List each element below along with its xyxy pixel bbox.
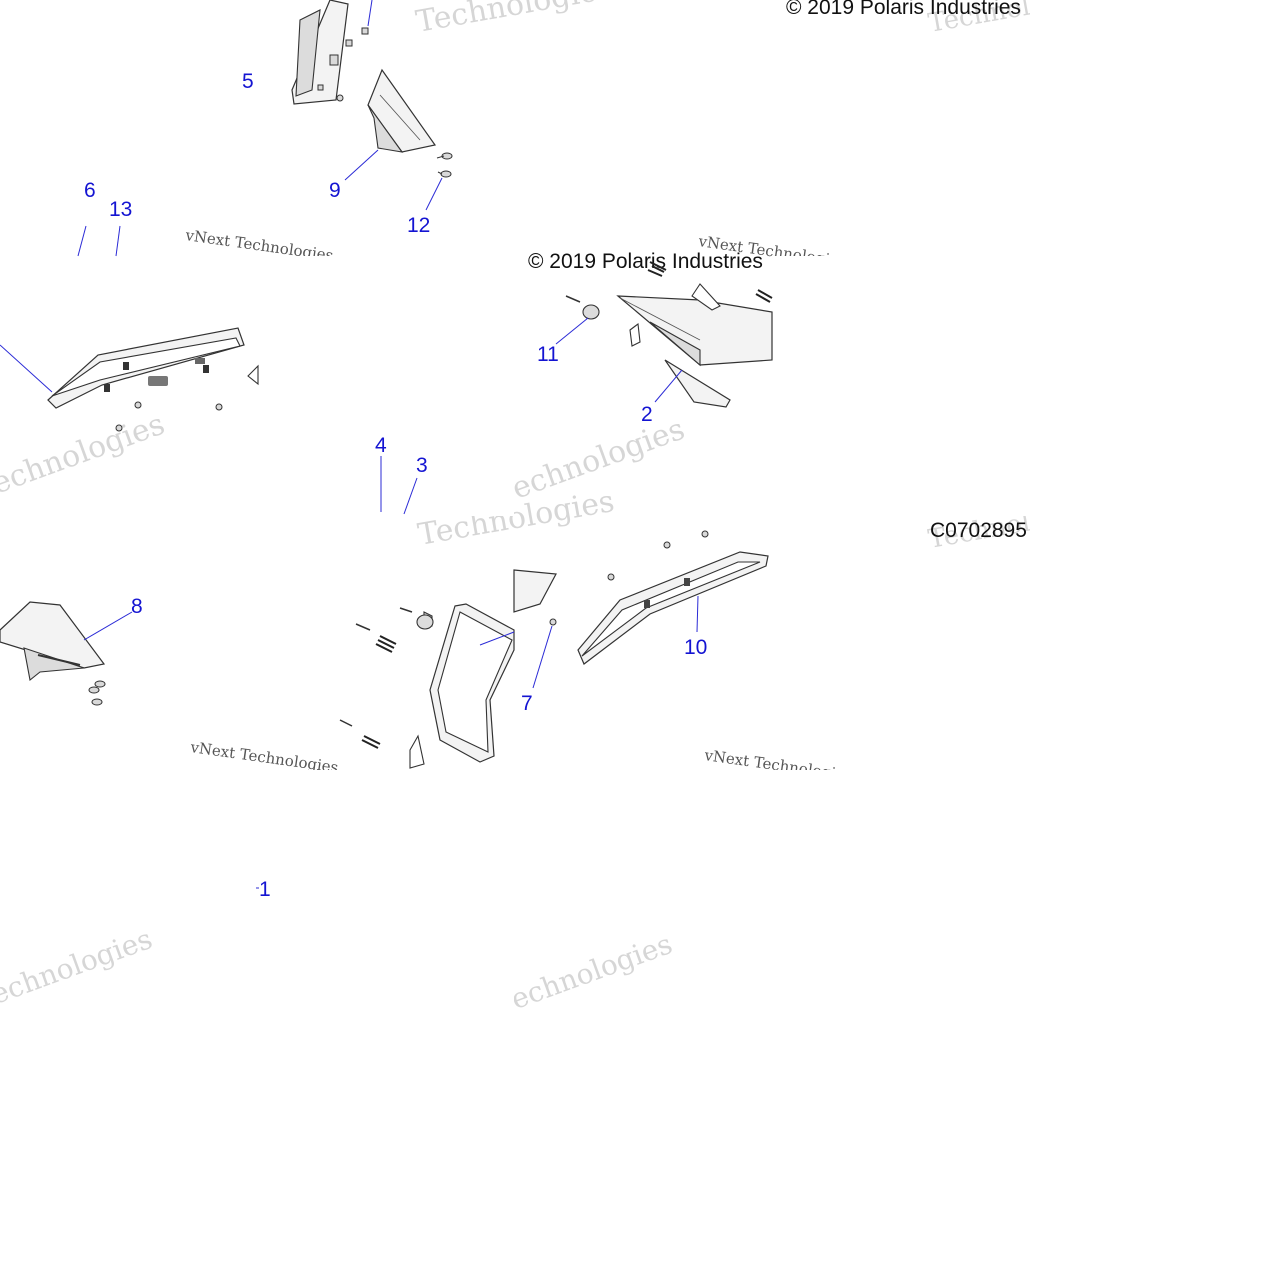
screw-icon — [88, 680, 106, 706]
callout-4: 4 — [375, 434, 387, 457]
part-8-cover — [0, 601, 133, 706]
part-3-panel — [339, 456, 515, 769]
callout-2: 2 — [641, 403, 653, 426]
screw-icon — [436, 152, 453, 178]
callout-3: 3 — [416, 454, 428, 477]
callout-8: 8 — [131, 595, 143, 618]
callout-7: 7 — [521, 692, 533, 715]
tile-mask — [258, 770, 514, 1040]
watermark-text: Technologies — [413, 0, 615, 40]
tile-mask — [258, 256, 514, 516]
watermark-text: Technologies — [491, 927, 676, 1021]
callout-9: 9 — [329, 179, 341, 202]
part-6-light-bar — [0, 225, 259, 432]
tile-mask — [770, 770, 1030, 1030]
watermark-text: Technologies — [0, 922, 157, 1016]
drawing-code: C0702895 — [930, 519, 1027, 542]
copyright-text-partial: © 2019 Polaris Industries — [528, 250, 763, 273]
part-5-lamp — [291, 0, 373, 105]
callout-5: 5 — [242, 70, 254, 93]
callout-10: 10 — [684, 636, 707, 659]
tile-mask — [772, 256, 1032, 516]
callout-12: 12 — [407, 214, 430, 237]
part-10-light-bar — [513, 530, 769, 689]
part-9-cover — [344, 68, 453, 211]
callout-labels: 5 9 12 6 13 11 2 4 3 8 10 7 1 — [84, 70, 707, 901]
part-2-panel — [555, 261, 773, 408]
watermark-text: Technologies — [0, 407, 169, 508]
callout-11: 11 — [537, 343, 559, 366]
callout-1: 1 — [259, 878, 271, 901]
tile-mask — [0, 1030, 1285, 1285]
copyright-text: © 2019 Polaris Industries — [786, 0, 1021, 19]
callout-6: 6 — [84, 179, 96, 202]
callout-13: 13 — [109, 198, 132, 221]
